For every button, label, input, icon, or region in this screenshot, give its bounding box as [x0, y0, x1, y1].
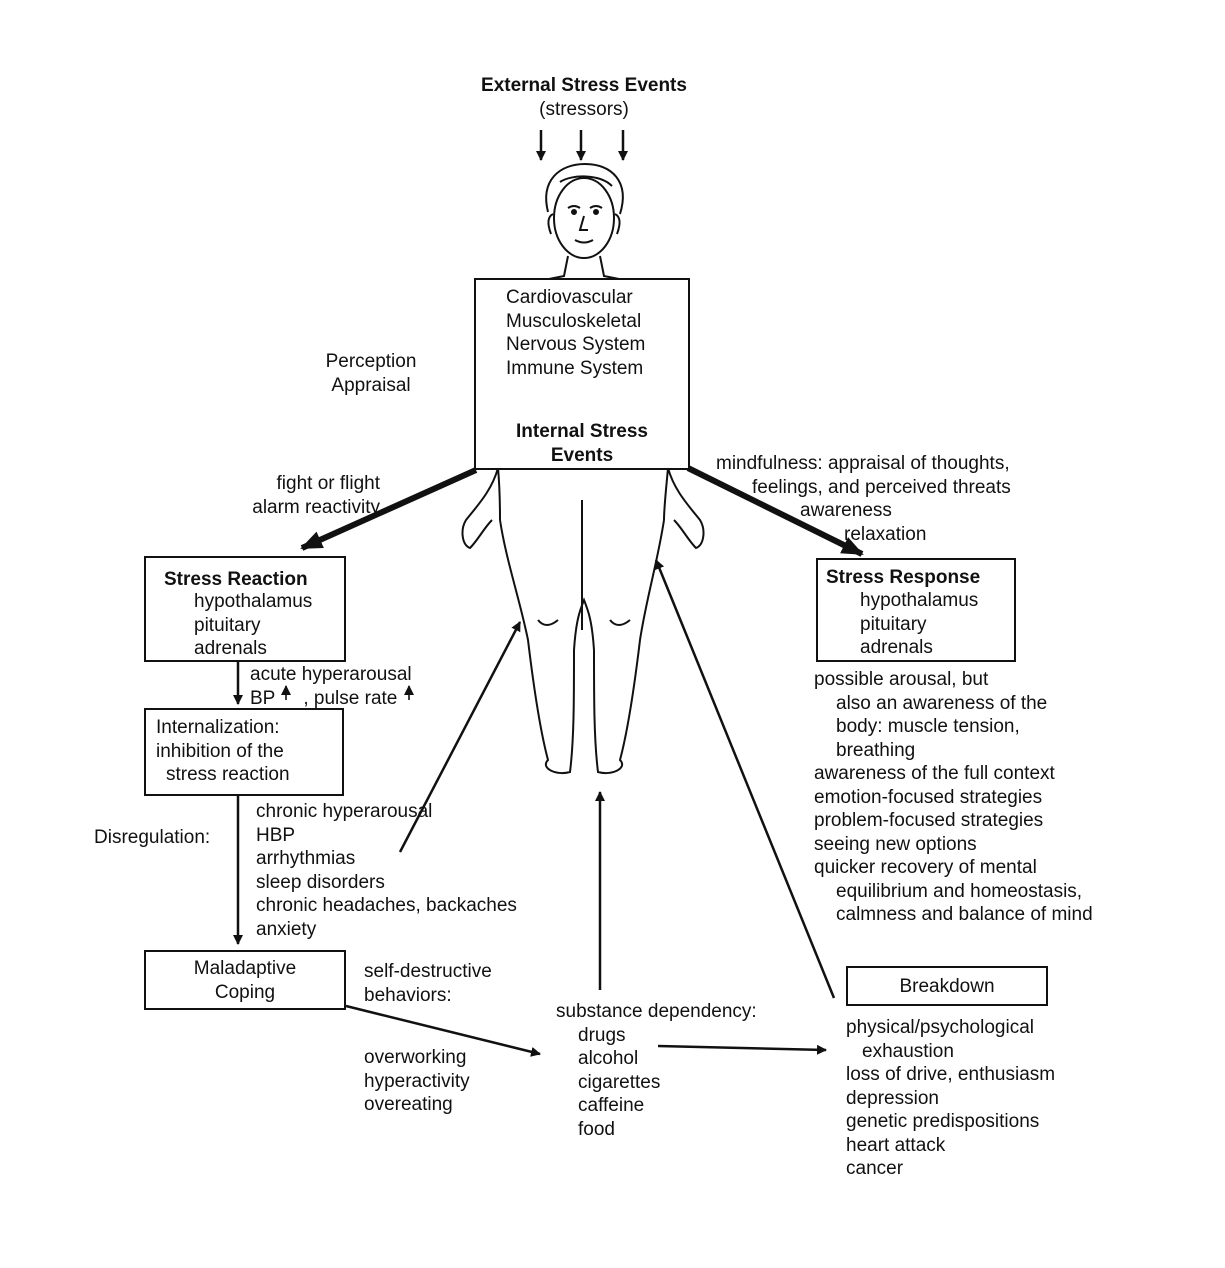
stress-reaction-items: hypothalamus pituitary adrenals	[194, 590, 312, 661]
substance-title: substance dependency:	[556, 1001, 757, 1022]
internal-line-2: Events	[550, 444, 614, 466]
human-body-figure	[461, 467, 705, 774]
disregulation-item: sleep disorders	[256, 871, 385, 893]
breakdown-item: physical/psychological	[846, 1017, 1034, 1038]
internalization-line-1: Internalization:	[156, 717, 280, 738]
substance-item: cigarettes	[578, 1071, 661, 1093]
outcome-item: also an awareness of the	[836, 692, 1048, 714]
breakdown-item: genetic predispositions	[846, 1111, 1040, 1132]
outcome-item: problem-focused strategies	[814, 810, 1044, 831]
mindfulness-line-4: relaxation	[844, 523, 927, 545]
stressor-arrows	[536, 130, 628, 161]
fight-flight-label: fight or flight alarm reactivity	[218, 472, 380, 519]
human-head-figure	[533, 162, 635, 283]
internalization-box: Internalization: inhibition of the stres…	[144, 708, 344, 796]
stress-reaction-title: Stress Reaction	[164, 569, 308, 590]
substance-item: caffeine	[578, 1095, 645, 1116]
mindfulness-label: mindfulness: appraisal of thoughts, feel…	[716, 452, 1011, 546]
internalization-text: Internalization: inhibition of the stres…	[156, 716, 290, 787]
outcome-item: breathing	[836, 739, 916, 761]
external-stress-title: External Stress Events	[481, 75, 687, 96]
stress-response-box: Stress Response hypothalamus pituitary a…	[816, 558, 1016, 662]
disregulation-item: chronic headaches, backaches	[256, 895, 517, 916]
internalization-line-2: inhibition of the	[156, 740, 284, 762]
internal-stress-label: Internal Stress Events	[476, 420, 688, 467]
substance-item: alcohol	[578, 1048, 639, 1069]
systems-list: Cardiovascular Musculoskeletal Nervous S…	[506, 286, 645, 380]
flow-arrows	[233, 559, 836, 1057]
disregulation-item: arrhythmias	[256, 848, 356, 869]
response-adrenals: adrenals	[860, 637, 933, 658]
response-pituitary: pituitary	[860, 613, 927, 635]
acute-hyperarousal: acute hyperarousal BP , pulse rate	[250, 663, 412, 710]
body-systems-box: Cardiovascular Musculoskeletal Nervous S…	[474, 278, 690, 470]
outcome-item: quicker recovery of mental	[814, 857, 1037, 878]
disregulation-item: HBP	[256, 824, 296, 846]
self-destructive-line-2: behaviors:	[364, 984, 452, 1006]
breakdown-box: Breakdown	[846, 966, 1048, 1006]
outcome-item: emotion-focused strategies	[814, 786, 1043, 808]
internalization-line-3: stress reaction	[166, 764, 290, 785]
breakdown-item: loss of drive, enthusiasm	[846, 1064, 1056, 1085]
breakdown-item: cancer	[846, 1158, 904, 1179]
appraisal-line: Appraisal	[331, 374, 411, 396]
outcome-item: awareness of the full context	[814, 763, 1055, 784]
acute-line: acute hyperarousal	[250, 664, 412, 685]
outcome-item: equilibrium and homeostasis,	[836, 880, 1083, 902]
behavior-item: overworking	[364, 1047, 467, 1068]
response-outcomes-list: possible arousal, but also an awareness …	[814, 668, 1093, 927]
outcome-item: body: muscle tension,	[836, 716, 1020, 737]
perception-line: Perception	[325, 351, 417, 372]
fight-flight-line: fight or flight	[276, 473, 381, 494]
outcome-item: possible arousal, but	[814, 669, 989, 690]
behavior-item: overeating	[364, 1094, 453, 1115]
behavior-item: hyperactivity	[364, 1070, 470, 1092]
stress-reaction-box: Stress Reaction hypothalamus pituitary a…	[144, 556, 346, 662]
bp-label: BP	[250, 687, 276, 709]
mindfulness-line-1: mindfulness: appraisal of thoughts,	[716, 453, 1010, 474]
self-destructive-label: self-destructive behaviors:	[364, 960, 492, 1007]
system-cardiovascular: Cardiovascular	[506, 287, 633, 308]
reaction-adrenals: adrenals	[194, 638, 267, 659]
maladaptive-line-1: Maladaptive	[193, 958, 297, 979]
stress-response-title: Stress Response	[826, 567, 981, 588]
substance-item: food	[578, 1118, 615, 1140]
perception-appraisal: Perception Appraisal	[316, 350, 426, 397]
disregulation-label: Disregulation:	[94, 827, 211, 848]
mindfulness-line-3: awareness	[800, 500, 892, 521]
reaction-pituitary: pituitary	[194, 614, 261, 636]
outcome-item: seeing new options	[814, 833, 977, 855]
breakdown-item: depression	[846, 1087, 939, 1109]
disregulation-item: anxiety	[256, 918, 317, 940]
substance-dependency: substance dependency: drugs alcohol ciga…	[556, 1000, 757, 1141]
disregulation-item: chronic hyperarousal	[256, 801, 433, 822]
alarm-reactivity-line: alarm reactivity	[252, 496, 380, 518]
response-hypothalamus: hypothalamus	[860, 590, 979, 611]
breakdown-item: heart attack	[846, 1134, 946, 1156]
pulse-rate-label: , pulse rate	[303, 687, 398, 709]
maladaptive-text: Maladaptive Coping	[146, 957, 344, 1004]
mindfulness-line-2: feelings, and perceived threats	[752, 476, 1011, 498]
breakdown-title: Breakdown	[899, 976, 995, 997]
stress-response-items: hypothalamus pituitary adrenals	[860, 589, 978, 660]
maladaptive-coping-box: Maladaptive Coping	[144, 950, 346, 1010]
system-nervous: Nervous System	[506, 334, 646, 355]
maladaptive-line-2: Coping	[214, 981, 276, 1003]
substance-item: drugs	[578, 1024, 626, 1046]
disregulation-list: chronic hyperarousal HBP arrhythmias sle…	[256, 800, 517, 941]
breakdown-list: physical/psychological exhaustion loss o…	[846, 1016, 1055, 1181]
behaviors-list: overworking hyperactivity overeating	[364, 1046, 470, 1117]
wedge-arrows	[300, 465, 864, 557]
self-destructive-line-1: self-destructive	[364, 961, 492, 982]
system-musculoskeletal: Musculoskeletal	[506, 310, 642, 332]
system-immune: Immune System	[506, 357, 644, 379]
stressors-subtitle: (stressors)	[539, 99, 629, 120]
internal-line-1: Internal Stress	[516, 421, 648, 442]
reaction-hypothalamus: hypothalamus	[194, 591, 313, 612]
bp-pulse-up-arrows	[281, 685, 414, 700]
outcome-item: calmness and balance of mind	[836, 904, 1093, 925]
breakdown-item: exhaustion	[862, 1040, 954, 1062]
